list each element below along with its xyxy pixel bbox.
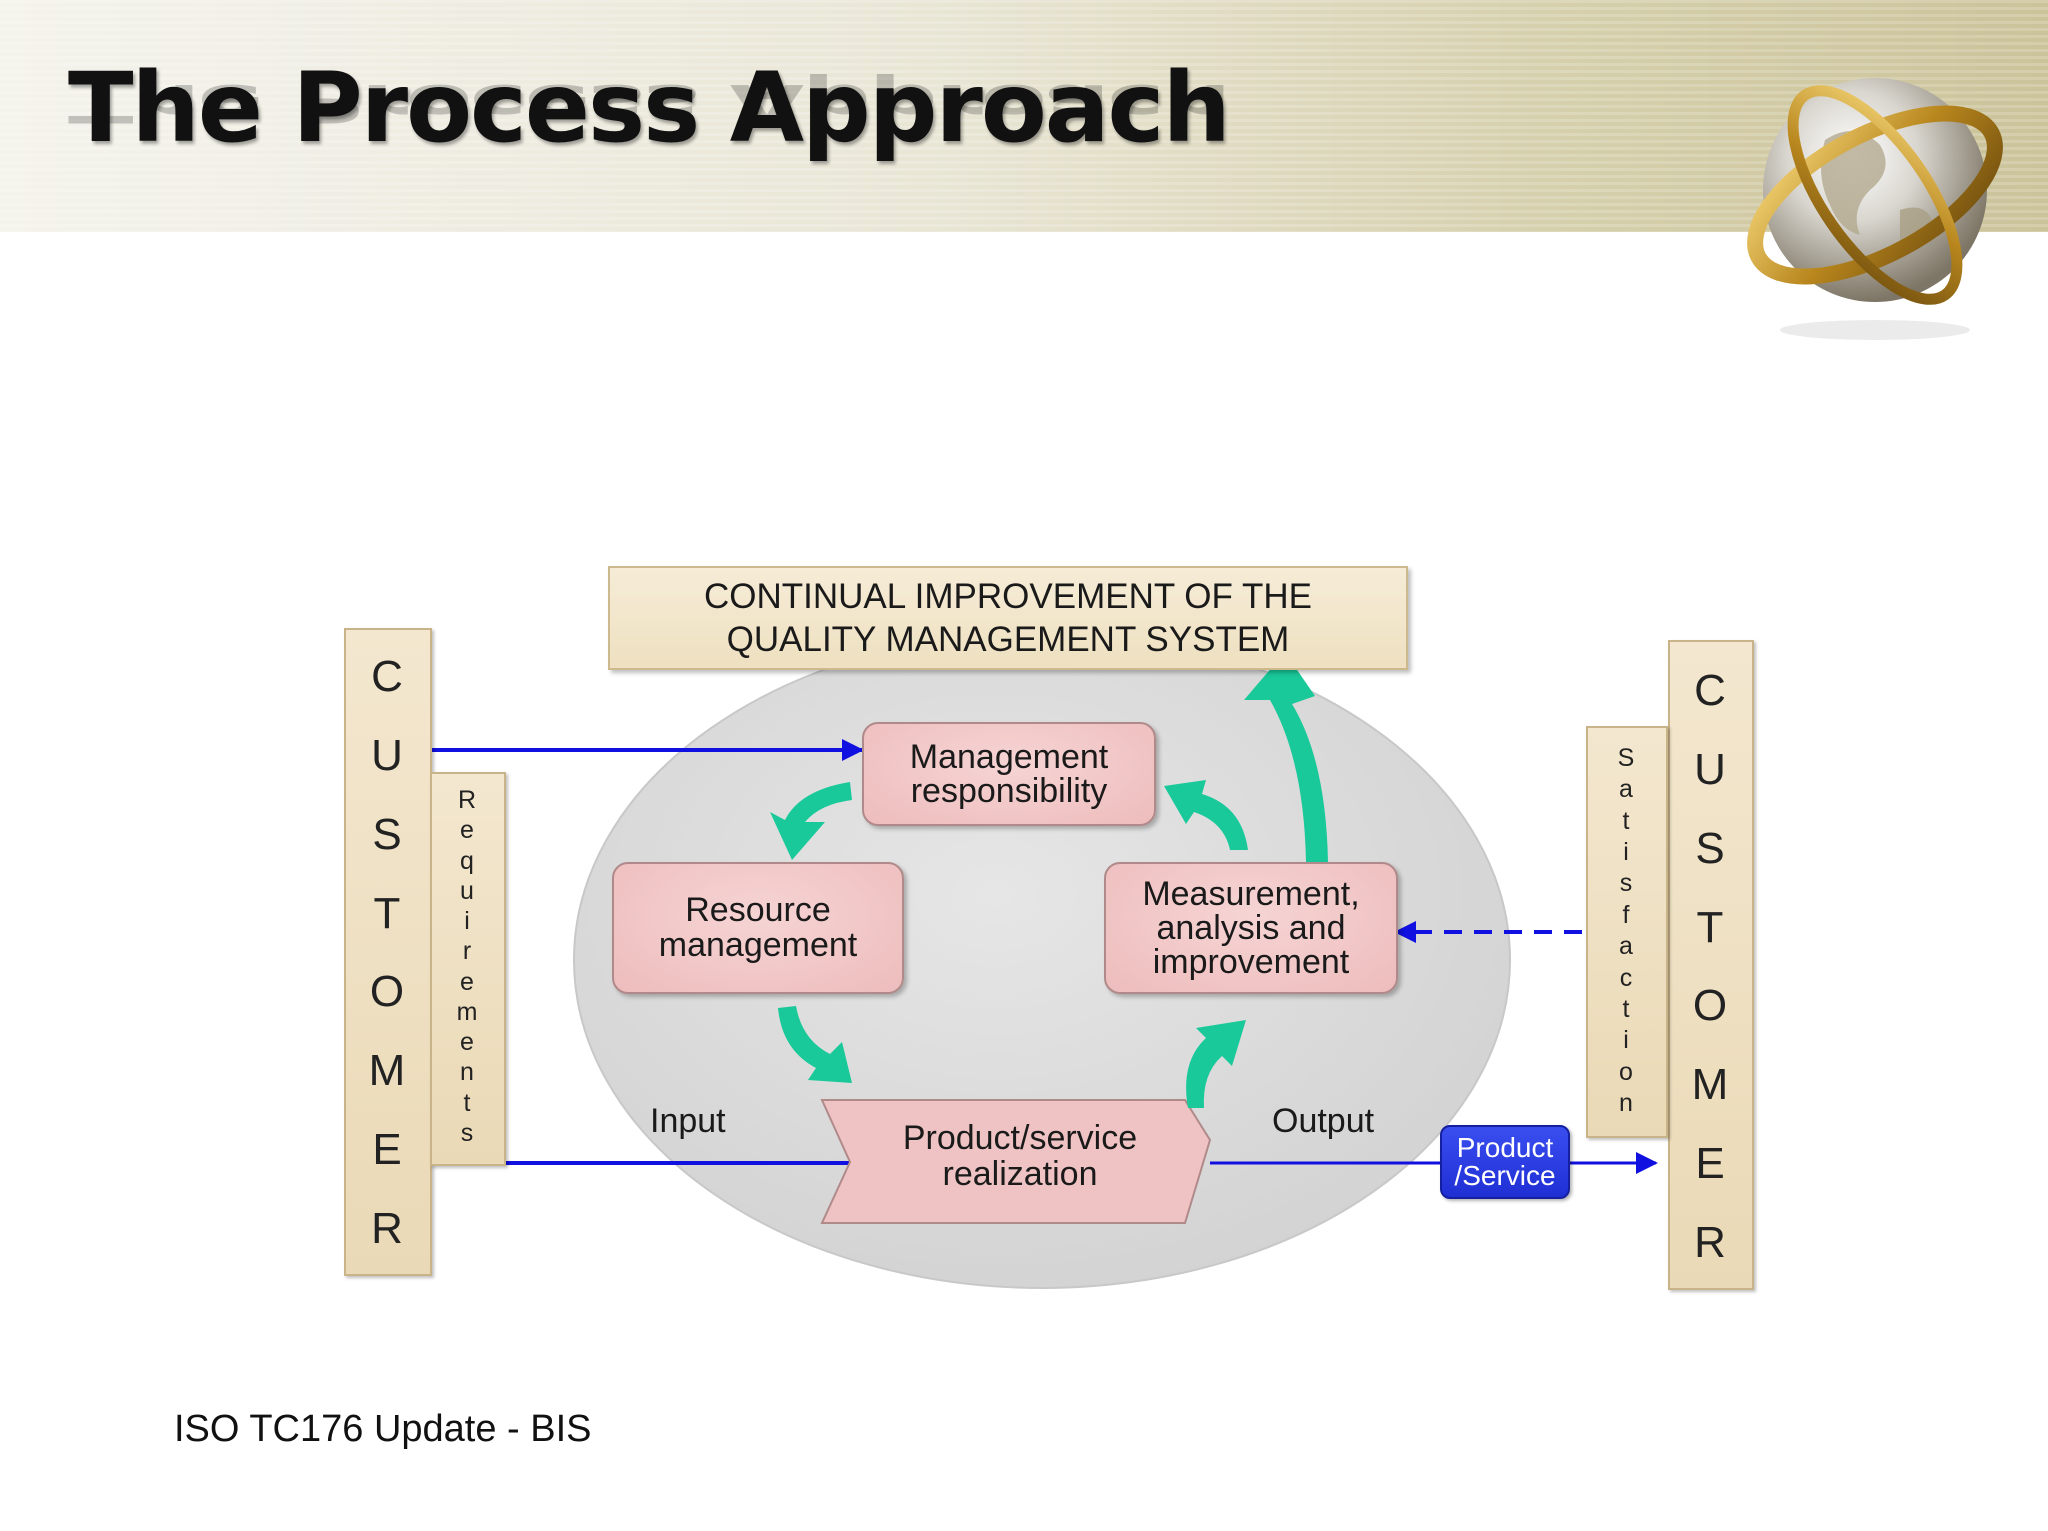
cycle-arrow-bottom-right — [1186, 1020, 1246, 1108]
cycle-arrow-top-right — [1164, 780, 1248, 850]
requirements-letters: R e q u i r e m e n t s — [430, 786, 504, 1148]
satisfaction-letter: n — [1619, 1088, 1633, 1117]
requirements-letter: i — [464, 907, 470, 936]
left-customer-letters: C U S T O M E R — [344, 638, 430, 1268]
footer-text: ISO TC176 Update - BIS — [174, 1408, 592, 1450]
satisfaction-letter: a — [1619, 932, 1633, 961]
continual-improvement-arrow — [1244, 648, 1328, 862]
requirements-letter: s — [460, 1118, 474, 1147]
satisfaction-bar — [1586, 726, 1668, 1138]
right-customer-letter: O — [1692, 981, 1728, 1031]
header-band — [0, 0, 2048, 232]
process-approach-diagram: CONTINUAL IMPROVEMENT OF THE QUALITY MAN… — [330, 560, 1780, 1340]
satisfaction-letter: f — [1622, 900, 1630, 929]
requirements-letter: e — [460, 967, 474, 996]
satisfaction-letter: i — [1623, 838, 1629, 867]
header-texture — [0, 0, 2048, 232]
satisfaction-letter: c — [1619, 963, 1633, 992]
left-customer-letter: C — [371, 652, 403, 702]
right-customer-bar — [1668, 640, 1754, 1290]
requirements-letter: q — [460, 846, 474, 875]
cycle-arrow-top-left — [770, 782, 852, 860]
measurement-analysis-box: Measurement, analysis and improvement — [1104, 862, 1398, 994]
requirements-letter: t — [463, 1088, 471, 1117]
left-customer-letter: S — [372, 809, 402, 859]
requirements-letter: u — [460, 876, 474, 905]
product-service-badge: Product /Service — [1440, 1125, 1570, 1199]
requirements-letter: r — [462, 937, 472, 966]
right-customer-letter: T — [1696, 902, 1724, 952]
product-realization-label: Product/service realization — [902, 1119, 1138, 1193]
cycle-arrow-bottom-left — [778, 1006, 852, 1083]
satisfaction-letter: s — [1619, 869, 1633, 898]
requirements-letter: e — [460, 816, 474, 845]
left-customer-letter: U — [371, 731, 403, 781]
right-customer-letter: C — [1694, 666, 1726, 716]
output-label: Output — [1272, 1102, 1375, 1140]
satisfaction-letter: t — [1622, 806, 1630, 835]
product-realization-shape — [820, 1099, 1212, 1224]
left-customer-letter: M — [368, 1046, 406, 1096]
right-customer-letter: M — [1691, 1060, 1729, 1110]
satisfaction-letter: i — [1623, 1026, 1629, 1055]
left-customer-letter: R — [371, 1203, 403, 1253]
management-responsibility-box: Management responsibility — [862, 722, 1156, 826]
satisfaction-letters: S a t i s f a c t i o n — [1586, 744, 1666, 1118]
slide-title: The Process Approach — [68, 52, 1231, 164]
satisfaction-letter: a — [1619, 775, 1633, 804]
right-customer-letter: R — [1694, 1217, 1726, 1267]
requirements-letter: n — [460, 1058, 474, 1087]
requirements-bar — [430, 772, 506, 1166]
left-customer-bar — [344, 628, 432, 1276]
satisfaction-letter: S — [1617, 744, 1635, 772]
diagram-graphics — [430, 631, 1658, 1289]
continual-improvement-box: CONTINUAL IMPROVEMENT OF THE QUALITY MAN… — [608, 566, 1408, 670]
left-customer-letter: T — [373, 888, 401, 938]
requirements-letter: m — [456, 997, 478, 1026]
left-customer-letter: E — [372, 1124, 402, 1174]
right-customer-letters: C U S T O M E R — [1668, 652, 1752, 1282]
satisfaction-letter: o — [1619, 1057, 1633, 1086]
resource-management-box: Resource management — [612, 862, 904, 994]
right-customer-letter: S — [1695, 823, 1725, 873]
requirements-letter: R — [457, 786, 477, 814]
right-customer-letter: U — [1694, 745, 1726, 795]
right-customer-letter: E — [1695, 1138, 1725, 1188]
globe-logo-icon — [1747, 78, 2003, 340]
satisfaction-letter: t — [1622, 994, 1630, 1023]
input-label: Input — [650, 1102, 726, 1140]
left-customer-letter: O — [369, 967, 405, 1017]
requirements-letter: e — [460, 1028, 474, 1057]
